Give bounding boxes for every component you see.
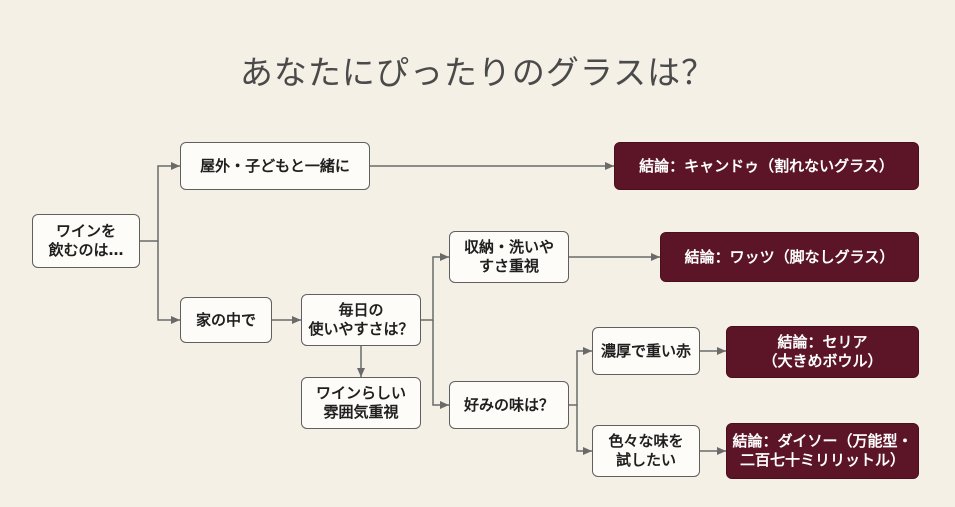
result-tumbler: 結論：キャンドゥ（割れないグラス）	[614, 142, 919, 190]
result-daiso: 結論：ダイソー（万能型・ 二百七十ミリリットル）	[726, 423, 919, 479]
page-title: あなたにぴったりのグラスは？	[239, 53, 716, 92]
node-storage: 収納・洗いや すさ重視	[449, 231, 569, 283]
arrow-start-to-outdoor	[140, 162, 180, 242]
node-taste: 好みの味は？	[449, 381, 569, 429]
node-various: 色々な味を 試したい	[592, 425, 700, 477]
arrow-daily-to-storage	[421, 253, 449, 321]
arrow-start-to-home	[157, 241, 180, 324]
result-stemless: 結論：ワッツ（脚なしグラス）	[660, 232, 919, 282]
node-daily: 毎日の 使いやすさは？	[301, 294, 421, 346]
node-home: 家の中で	[180, 297, 272, 343]
node-start: ワインを 飲むのは…	[32, 214, 140, 268]
arrow-taste-to-heavy	[569, 347, 592, 406]
result-bowl: 結論：セリア （大きめボウル）	[726, 326, 919, 378]
arrow-daily-to-taste	[432, 320, 449, 409]
node-outdoor: 屋外・子どもと一緒に	[180, 142, 370, 190]
node-heavy-red: 濃厚で重い赤	[592, 327, 700, 375]
arrow-taste-to-various	[576, 405, 592, 455]
node-atmosphere: ワインらしい 雰囲気重視	[301, 377, 421, 429]
